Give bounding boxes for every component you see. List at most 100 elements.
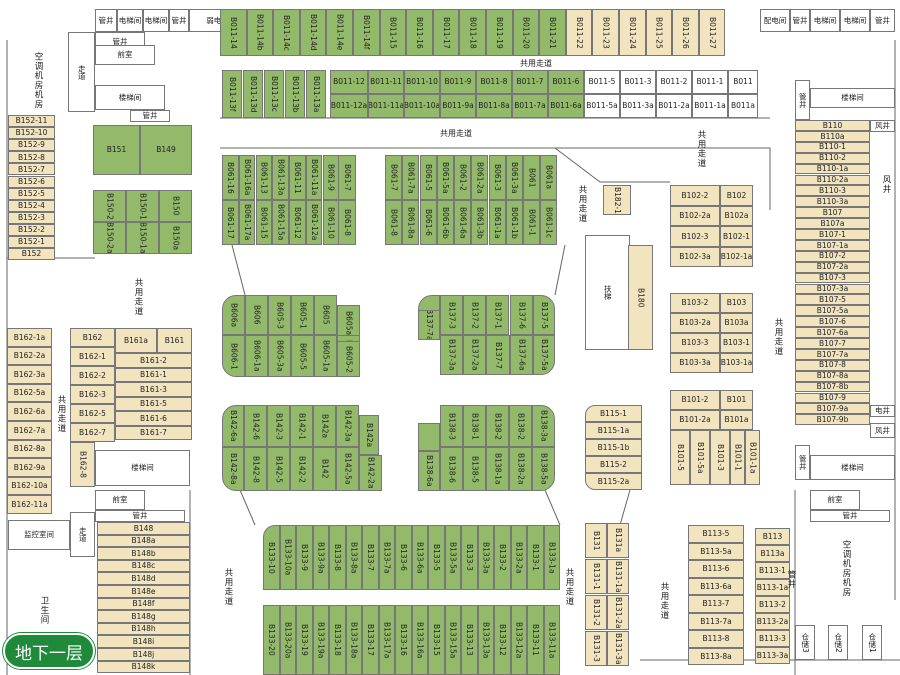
room-cell[interactable]: B102-2a [670,205,720,226]
room-cell[interactable]: B115-1 [585,405,642,422]
room-cell[interactable]: B011-18 [459,9,486,56]
room-cell[interactable]: B131-2a [607,595,629,630]
room-cell[interactable]: B061-11a [305,155,323,200]
room-cell[interactable]: B107-8b [795,381,870,393]
room-cell[interactable]: B011-20 [512,9,540,56]
room-cell[interactable]: B133-20 [263,605,280,675]
pipe-shaft[interactable]: 管井 [95,9,117,32]
room-cell[interactable]: B142-2a [359,455,382,491]
room-cell[interactable]: B161-1 [115,367,192,382]
room-cell[interactable]: B142-1 [290,405,313,447]
monitor-room[interactable]: 监控室间 [8,520,70,550]
room-cell[interactable]: B061-15a [272,200,289,245]
room-cell[interactable]: B161 [157,328,192,353]
room-cell[interactable]: B011-13a [306,70,326,118]
room-cell[interactable]: B152-2 [8,223,55,236]
storage-room[interactable]: 仓储2 [828,625,848,660]
room-cell[interactable]: B113-2 [755,596,790,613]
room-cell[interactable]: B142a [359,415,379,455]
room-cell[interactable]: B110a [795,130,870,142]
room-cell[interactable]: B152-5 [8,187,55,200]
stairwell[interactable]: 楼梯间 [95,450,190,486]
room-cell[interactable]: B103-2 [670,293,720,313]
room-cell[interactable]: B107-7a [795,348,870,360]
escalator[interactable]: 扶梯 [585,235,630,350]
room-cell[interactable]: B133-3 [461,525,478,590]
room-cell[interactable]: B152 [8,248,55,261]
room-cell[interactable]: B061-16a [238,155,256,200]
room-cell[interactable]: B138-6a [418,451,440,491]
elevator-room[interactable]: 电梯间 [117,9,143,32]
room-cell[interactable]: B011-26 [672,9,699,56]
room-cell[interactable]: B133-11 [527,605,544,675]
room-cell[interactable]: B061-1c [540,200,558,245]
room-cell[interactable]: B011-3a [620,94,656,118]
room-cell[interactable]: B142-6a [222,405,244,447]
room-cell[interactable]: B011-12a [330,94,368,118]
room-cell[interactable]: B133-8 [329,525,346,590]
room-cell[interactable]: B110-2 [795,152,870,164]
room-cell[interactable]: B113-1 [755,562,790,579]
room-cell[interactable]: B133-11a [543,605,560,675]
room-cell[interactable]: B101-5 [670,430,690,485]
room-cell[interactable]: B113-8a [688,647,744,665]
pipe-shaft[interactable]: 管井 [169,9,189,32]
room-cell[interactable]: B011-8a [476,94,512,118]
room-cell[interactable]: B061-13a [272,155,289,200]
room-cell[interactable]: B011-10 [404,70,440,94]
room-cell[interactable]: B152-7 [8,163,55,176]
room-cell[interactable]: B162-2 [70,366,115,385]
elevator-room[interactable]: 电梯间 [143,9,169,32]
room-cell[interactable]: B011 [728,70,758,94]
room-cell[interactable]: B107-8a [795,370,870,382]
room-cell[interactable]: B606-1a [245,335,268,377]
room-cell[interactable]: B161-3 [115,382,192,397]
room-cell[interactable]: B011-14c [273,9,300,56]
room-cell[interactable]: B011-15 [379,9,407,56]
room-cell[interactable]: B011-11 [368,70,404,94]
room-cell[interactable]: B162-3 [70,385,115,404]
room-cell[interactable]: B138-3a [532,405,555,447]
room-cell[interactable]: B133-6 [395,525,412,590]
room-cell[interactable]: B011-6a [548,94,584,118]
room-cell[interactable]: B137-7a [418,310,440,340]
room-cell[interactable]: B011-6 [548,70,584,94]
room-cell[interactable]: B011-3 [620,70,656,94]
room-cell[interactable]: B061-3b [471,200,489,245]
room-cell[interactable]: B137-5 [533,295,555,335]
room-cell[interactable]: B142-8a [222,447,244,491]
room-cell[interactable]: B133-12a [510,605,527,675]
room-cell[interactable]: B061-8 [385,200,403,245]
room-cell[interactable]: B110-1 [795,141,870,153]
room-cell[interactable]: B107-5 [795,294,870,306]
room-cell[interactable]: B133-1 [527,525,544,590]
room-cell[interactable]: B142-6 [244,405,267,447]
room-cell[interactable]: B142-3 [267,405,290,447]
room-cell[interactable]: B182-1 [603,185,631,215]
room-cell[interactable]: B110-3 [795,185,870,197]
room-cell[interactable]: B107-9 [795,392,870,404]
room-cell[interactable]: B137-2 [463,295,486,335]
room-cell[interactable]: B101-5a [690,430,710,485]
room-cell[interactable]: B133-19 [296,605,313,675]
room-cell[interactable]: B605 [314,295,337,335]
room-cell[interactable]: B011-14f [353,9,380,56]
room-cell[interactable]: B011-13b [285,70,305,118]
room-cell[interactable]: B133-19a [312,605,329,675]
room-cell[interactable]: B605-5 [291,335,314,377]
room-cell[interactable]: B011-13c [264,70,284,118]
room-cell[interactable]: B061-6a [454,200,472,245]
room-cell[interactable]: B101-1 [730,430,745,485]
room-cell[interactable]: B152-9 [8,139,55,152]
room-cell[interactable]: B011-14b [246,9,274,56]
room-cell[interactable]: B061-2a [471,155,489,200]
room-cell[interactable]: B011-2a [656,94,692,118]
room-cell[interactable]: B162-7 [70,423,115,442]
room-cell[interactable]: B107-9a [795,403,870,415]
room-cell[interactable]: B107a [795,218,870,229]
room-cell[interactable]: B011-13d [243,70,263,118]
room-cell[interactable]: B142a [313,405,336,447]
room-cell[interactable]: B150-1a [126,222,159,254]
room-cell[interactable]: B011-8 [476,70,512,94]
room-cell[interactable]: B150-1 [126,190,159,222]
